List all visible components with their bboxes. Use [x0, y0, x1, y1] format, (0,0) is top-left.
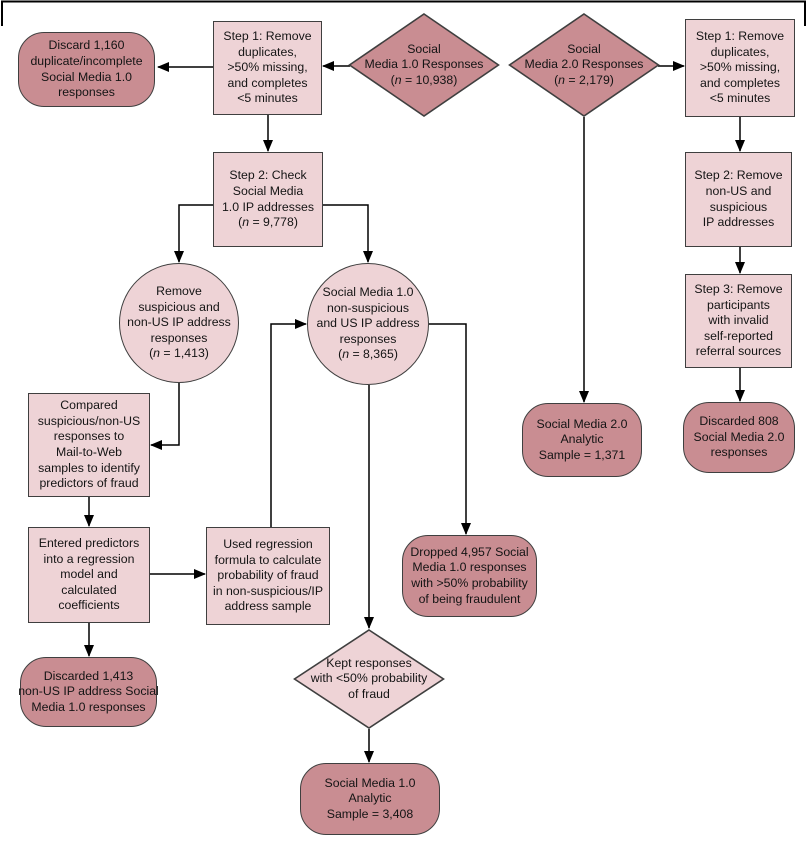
node-label: Step 2: Remove non-US and suspicious IP … [694, 168, 783, 230]
node-step2-right: Step 2: Remove non-US and suspicious IP … [685, 152, 792, 247]
edge-step2-to-nonsuspicious-circle [323, 204, 373, 263]
node-used-regression: Used regression formula to calculate pro… [206, 527, 330, 625]
node-sm10-analytic: Social Media 1.0 Analytic Sample = 3,408 [300, 763, 440, 835]
node-label: Social Media 1.0 Analytic Sample = 3,408 [324, 775, 416, 821]
node-discarded-1413: Discarded 1,413 non-US IP address Social… [18, 657, 159, 727]
node-sm10-source: Social Media 1.0 Responses (n = 10,938) [348, 13, 500, 117]
node-label: Step 3: Remove participants with invalid… [694, 281, 783, 359]
node-dropped-4957: Dropped 4,957 Social Media 1.0 responses… [402, 535, 537, 617]
node-label: Step 1: Remove duplicates, >50% missing,… [695, 28, 785, 106]
node-step1-left: Step 1: Remove duplicates, >50% missing,… [213, 21, 322, 115]
node-sm20-source: Social Media 2.0 Responses (n = 2,179) [508, 13, 660, 117]
edge-step2-to-suspicious-circle [174, 204, 213, 263]
diamond-shape [348, 13, 500, 117]
node-label: Kept responses with <50% probability of … [310, 655, 428, 701]
node-label: Discard 1,160 duplicate/incomplete Socia… [30, 38, 143, 100]
node-label: Discarded 1,413 non-US IP address Social… [18, 668, 159, 714]
diamond-shape [293, 629, 445, 729]
node-label: Social Media 2.0 Responses (n = 2,179) [524, 41, 644, 87]
node-label: Step 2: Check Social Media 1.0 IP addres… [221, 168, 315, 230]
node-kept-diamond: Kept responses with <50% probability of … [293, 629, 445, 729]
node-sm20-analytic: Social Media 2.0 Analytic Sample = 1,371 [522, 403, 642, 477]
edge-suspicious-to-compared [150, 383, 180, 450]
node-compared: Compared suspicious/non-US responses to … [28, 393, 150, 497]
node-discard-1160: Discard 1,160 duplicate/incomplete Socia… [18, 32, 155, 107]
node-label: Step 1: Remove duplicates, >50% missing,… [223, 28, 312, 106]
node-discarded-808: Discarded 808 Social Media 2.0 responses [683, 402, 795, 473]
node-step2-left: Step 2: Check Social Media 1.0 IP addres… [213, 152, 323, 247]
node-step1-right: Step 1: Remove duplicates, >50% missing,… [685, 19, 795, 117]
node-circle-suspicious: Remove suspicious and non-US IP address … [119, 263, 239, 383]
node-label: Social Media 2.0 Analytic Sample = 1,371 [536, 416, 628, 462]
node-entered-predictors: Entered predictors into a regression mod… [28, 527, 150, 623]
node-label: Used regression formula to calculate pro… [212, 536, 324, 614]
edge-usedregression-to-nonsuspicious [270, 319, 307, 527]
node-circle-nonsuspicious: Social Media 1.0 non-suspicious and US I… [307, 263, 429, 385]
diamond-shape [508, 13, 660, 117]
node-label: Social Media 1.0 Responses (n = 10,938) [364, 41, 484, 87]
node-step3-right: Step 3: Remove participants with invalid… [685, 274, 792, 368]
edge-nonsuspicious-to-dropped [429, 323, 471, 535]
node-label: Remove suspicious and non-US IP address … [127, 283, 231, 361]
node-label: Dropped 4,957 Social Media 1.0 responses… [410, 544, 529, 606]
node-label: Social Media 1.0 non-suspicious and US I… [316, 284, 420, 362]
node-label: Entered predictors into a regression mod… [38, 535, 140, 613]
node-label: Discarded 808 Social Media 2.0 responses [693, 414, 785, 460]
figure-top-rule [1, 0, 806, 26]
node-label: Compared suspicious/non-US responses to … [37, 398, 141, 491]
